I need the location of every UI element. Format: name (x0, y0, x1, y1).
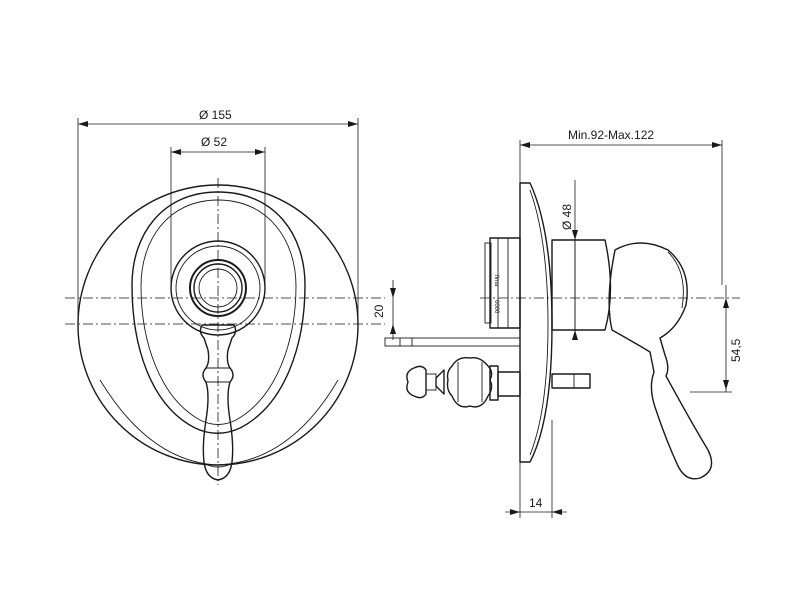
dim-install-depth: Min.92-Max.122 (568, 128, 654, 142)
side-lever (608, 242, 713, 480)
dim-plate-thickness: 14 (529, 496, 543, 510)
dim-lever-height: 54,5 (729, 338, 743, 362)
dim-inner-diameter: Ø 52 (201, 135, 227, 149)
inner-oval (131, 191, 306, 434)
valve-body (446, 356, 493, 408)
svg-text:fima: fima (493, 275, 499, 287)
side-view: fima 0000 Min.92-Max.122 (384, 128, 743, 518)
dim-body-diameter: Ø 48 (560, 204, 574, 230)
valve-knob (406, 365, 427, 399)
front-view: Ø 155 Ø 52 20 (65, 108, 396, 485)
svg-text:0000: 0000 (493, 300, 499, 314)
wall-plate (519, 182, 553, 463)
dim-offset: 20 (372, 304, 386, 318)
dim-plate-diameter: Ø 155 (199, 108, 232, 122)
body-cylinder (551, 239, 612, 331)
